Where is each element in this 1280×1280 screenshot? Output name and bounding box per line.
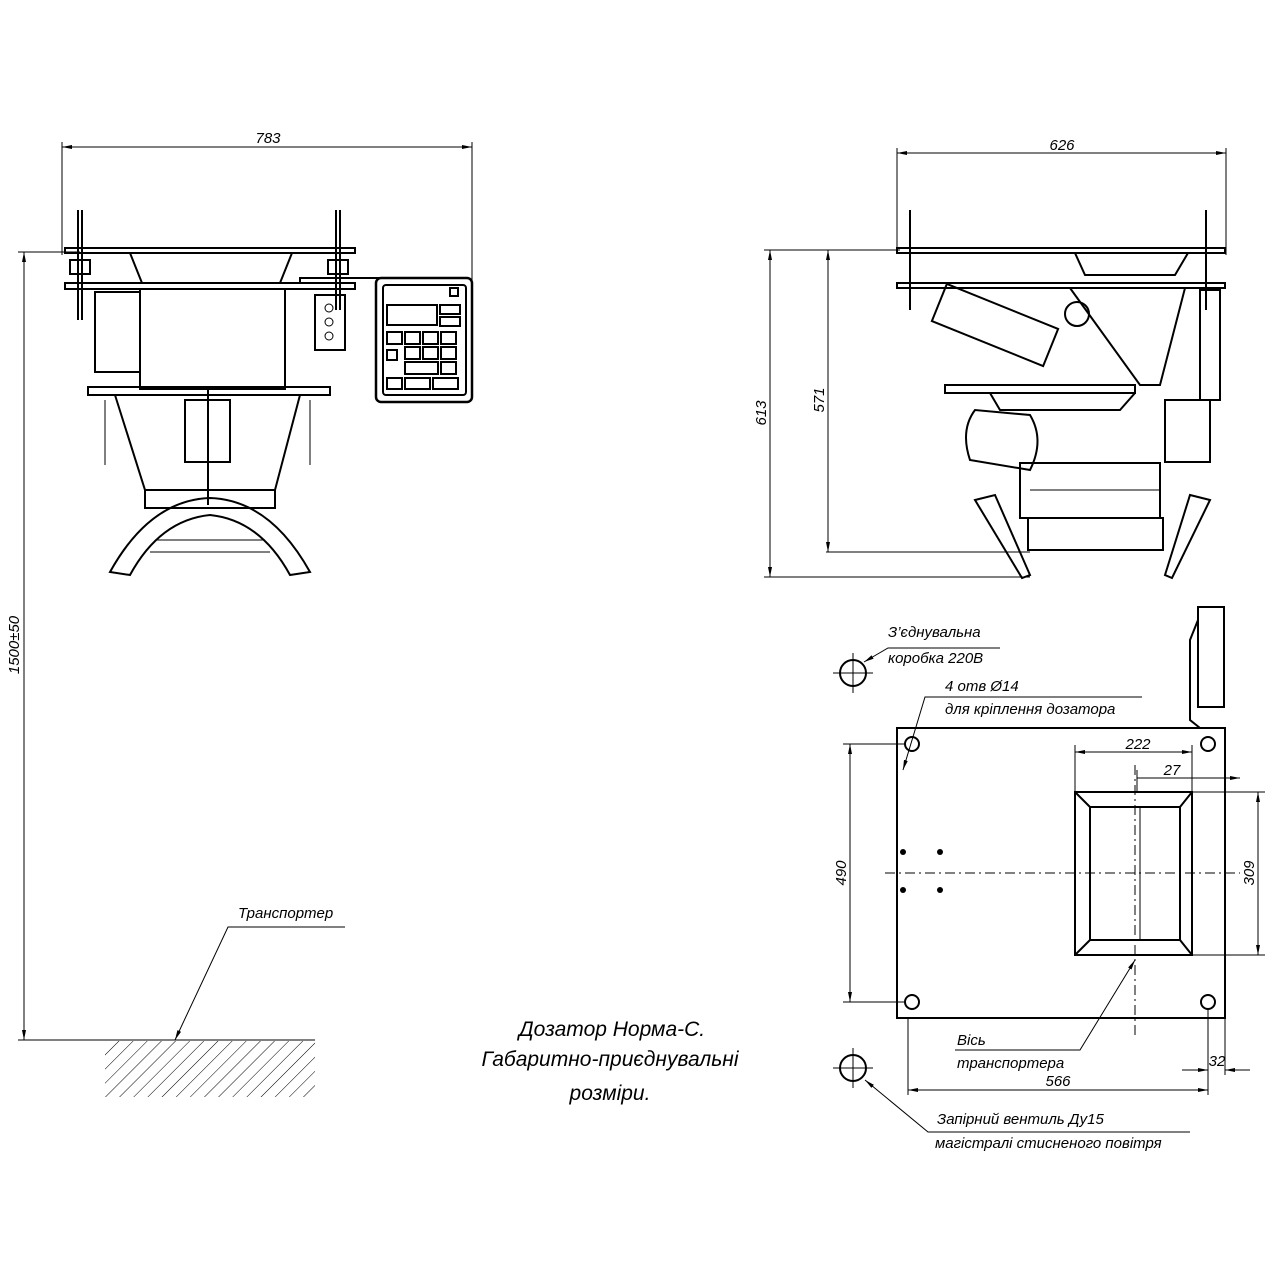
dim-490: 490 (833, 860, 850, 886)
title-line-1: Дозатор Норма-С. (517, 1018, 705, 1041)
side-view: 626 613 571 (753, 137, 1227, 580)
dim-566: 566 (1045, 1073, 1071, 1090)
dim-571: 571 (811, 387, 828, 412)
dim-222: 222 (1124, 736, 1151, 753)
valve-label-1: Запірний вентиль Ду15 (937, 1111, 1104, 1128)
dim-27: 27 (1163, 762, 1181, 779)
dim-309: 309 (1241, 860, 1258, 886)
valve-label-2: магістралі стисненого повітря (935, 1135, 1162, 1152)
axis-label-1: Вісь (957, 1032, 986, 1049)
dim-613: 613 (753, 400, 770, 426)
dim-783: 783 (255, 130, 281, 147)
axis-label-2: транспортера (957, 1055, 1064, 1072)
title-line-3: розміри. (569, 1082, 651, 1105)
drawing-title: Дозатор Норма-С. Габаритно-приєднувальні… (481, 1018, 739, 1105)
install-height-dimension: 1500±50 (6, 251, 315, 1041)
dim-32: 32 (1209, 1053, 1226, 1070)
junction-box-label-2: коробка 220В (888, 650, 983, 667)
plan-view: 222 27 490 309 566 32 З’єднувальна короб… (833, 606, 1265, 1152)
holes-label-1: 4 отв Ø14 (945, 678, 1019, 695)
title-line-2: Габаритно-приєднувальні (481, 1048, 739, 1071)
dim-1500: 1500±50 (6, 615, 23, 674)
dim-626: 626 (1049, 137, 1075, 154)
conveyor-ground-hatch (105, 1041, 315, 1097)
holes-label-2: для кріплення дозатора (945, 701, 1115, 718)
junction-box-label-1: З’єднувальна (888, 624, 981, 641)
front-view: 783 (61, 130, 474, 577)
controller-panel (374, 276, 474, 404)
conveyor-label: Транспортер (238, 905, 333, 922)
